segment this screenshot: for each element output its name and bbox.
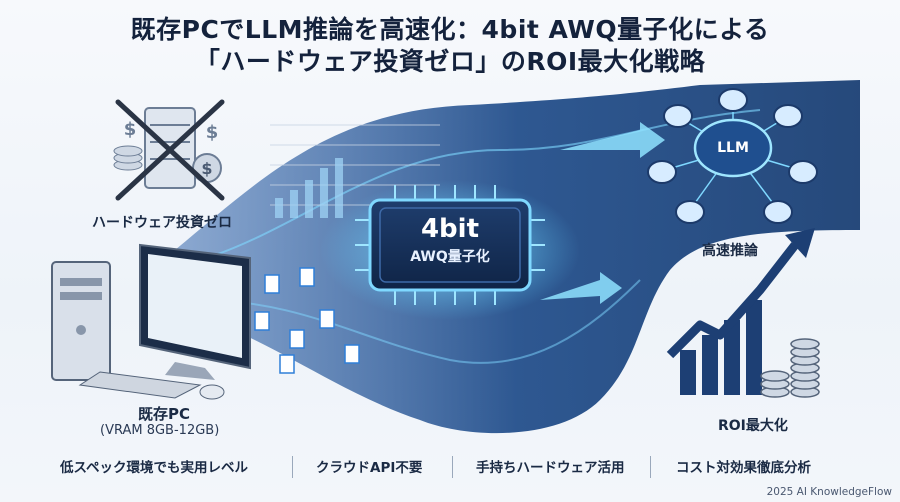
divider [650,456,651,478]
feature-use-hardware: 手持ちハードウェア活用 [476,460,625,476]
hardware-zero-label: ハードウェア投資ゼロ [92,215,232,231]
existing-pc-label: 既存PC [138,405,191,423]
feature-low-spec: 低スペック環境でも実用レベル [60,460,249,476]
rising-bars [275,158,343,218]
divider [292,456,293,478]
cross-mark-icon [115,99,225,201]
svg-text:$: $ [201,159,212,178]
growth-arrow-icon [666,242,799,359]
feature-no-cloud-api: クラウドAPI不要 [316,460,423,476]
copyright-text: 2025 AI KnowledgeFlow [766,486,892,498]
roi-max-label: ROI最大化 [718,418,788,434]
page-title-line1: 既存PCでLLM推論を高速化：4bit AWQ量子化による [130,15,770,44]
feature-bar: 低スペック環境でも実用レベル クラウドAPI不要 手持ちハードウェア活用 コスト… [0,452,900,482]
computer-icon [51,243,251,400]
brain-icon [647,88,818,224]
divider [452,456,453,478]
page-title-line2: 「ハードウェア投資ゼロ」のROI最大化戦略 [194,47,706,76]
document-icon [254,267,360,374]
llm-label: LLM [717,140,749,156]
coin-stacks [760,338,820,398]
svg-text:$: $ [206,122,219,143]
flow-arrows [540,122,665,304]
svg-text:$: $ [124,119,137,140]
chip-sub-label: AWQ量子化 [410,249,490,265]
chip-pins [355,185,545,305]
ai-chip-icon [368,198,532,292]
roi-bars [680,300,762,395]
vram-label: (VRAM 8GB-12GB) [100,423,220,438]
chip-main-label: 4bit [420,214,480,244]
fast-inference-label: 高速推論 [702,243,758,259]
feature-cost-analysis: コスト対効果徹底分析 [676,460,811,476]
